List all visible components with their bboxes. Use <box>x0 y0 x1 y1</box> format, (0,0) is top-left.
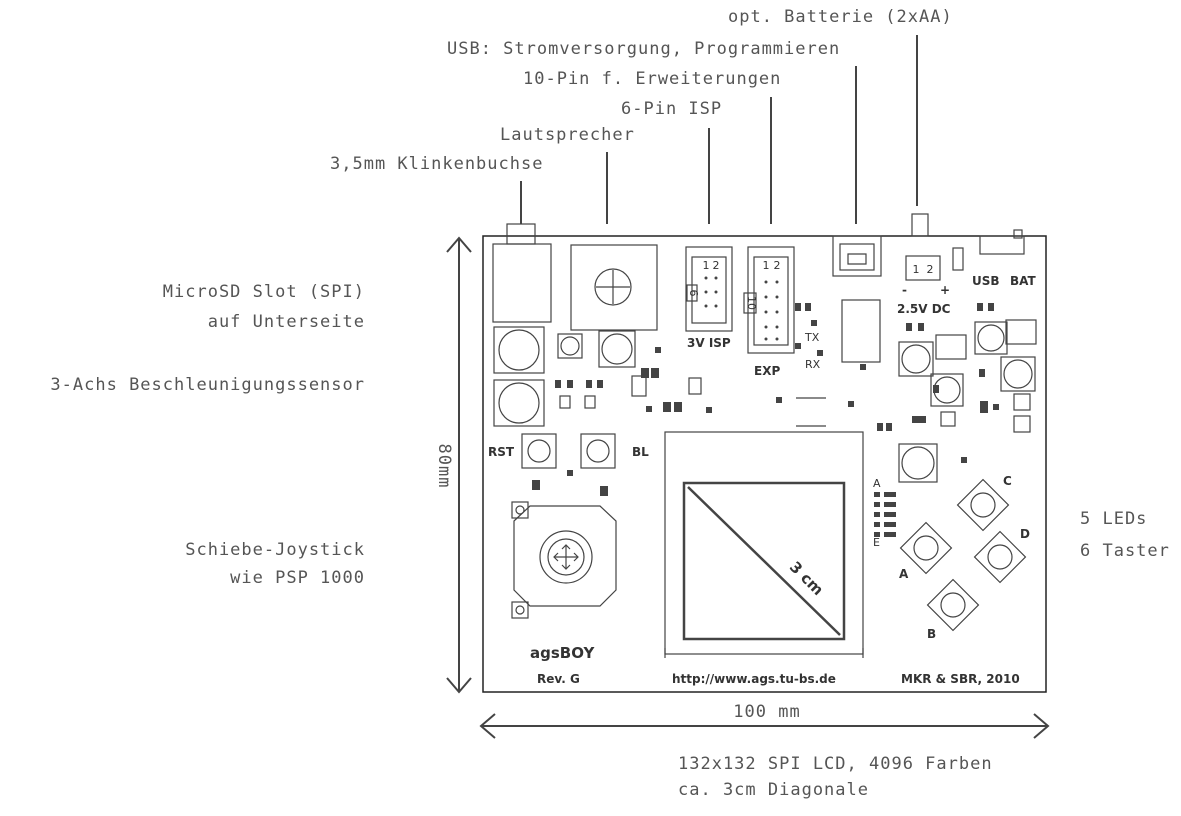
button-c-label: C <box>1003 474 1012 488</box>
usb-connector <box>832 235 882 277</box>
round-components <box>493 321 1036 483</box>
isp-header <box>685 246 733 332</box>
board-outline <box>482 235 1047 693</box>
board-url: http://www.ags.tu-bs.de <box>672 672 836 686</box>
voltage-label: 2.5V DC <box>897 302 951 316</box>
callout-microsd-2: auf Unterseite <box>208 312 365 332</box>
tx-label: TX <box>804 331 820 344</box>
bat-pin1: 1 <box>913 263 920 276</box>
callout-accel: 3-Achs Beschleunigungssensor <box>50 375 365 395</box>
lcd-diagonal-label: 3 cm <box>786 558 827 599</box>
bl-label: BL <box>632 445 649 459</box>
callout-lcd-2: ca. 3cm Diagonale <box>678 780 869 800</box>
exp-pin10: 10 <box>745 296 758 310</box>
speaker-component <box>570 244 658 331</box>
rx-label: RX <box>805 358 821 371</box>
joystick <box>511 501 617 619</box>
rst-label: RST <box>488 445 515 459</box>
callout-lcd-1: 132x132 SPI LCD, 4096 Farben <box>678 754 993 774</box>
callout-speaker: Lautsprecher <box>500 125 635 145</box>
rst-button <box>521 433 557 469</box>
board-revision: Rev. G <box>537 672 580 686</box>
dimension-width-arrow <box>479 713 1050 739</box>
leader-lines <box>520 35 918 224</box>
callout-microsd-1: MicroSD Slot (SPI) <box>163 282 365 302</box>
board-credits: MKR & SBR, 2010 <box>901 672 1020 686</box>
dimension-height-arrow <box>446 236 472 694</box>
button-b-label: B <box>927 627 936 641</box>
callout-10pin: 10-Pin f. Erweiterungen <box>523 69 781 89</box>
jack-connector <box>492 223 552 323</box>
isp-pin6: 6 <box>687 290 700 297</box>
isp-label: 3V ISP <box>687 336 731 350</box>
isp-pin2: 2 <box>713 259 720 272</box>
button-a-label: A <box>899 567 909 581</box>
button-d <box>973 530 1027 584</box>
callout-battery: opt. Batterie (2xAA) <box>728 7 953 27</box>
exp-pin2: 2 <box>774 259 781 272</box>
dimension-height-label: 80mm <box>434 444 454 489</box>
smd-pads <box>532 303 999 496</box>
bat-switch-label: BAT <box>1010 274 1037 288</box>
board-name: agsBOY <box>530 644 595 662</box>
callout-buttons: 6 Taster <box>1080 541 1170 561</box>
callout-joystick-1: Schiebe-Joystick <box>185 540 365 560</box>
bl-button <box>580 433 616 469</box>
callout-6pin: 6-Pin ISP <box>621 99 722 119</box>
power-switch <box>979 229 1025 255</box>
button-a <box>899 521 953 575</box>
led-e-label: E <box>873 536 880 549</box>
button-b <box>926 578 980 632</box>
callout-jack: 3,5mm Klinkenbuchse <box>330 154 543 174</box>
callout-usb: USB: Stromversorgung, Programmieren <box>447 39 840 59</box>
callout-joystick-2: wie PSP 1000 <box>230 568 365 588</box>
battery-connector <box>905 213 964 281</box>
dimension-width-label: 100 mm <box>733 702 800 722</box>
mcu-chip <box>841 299 881 370</box>
button-d-label: D <box>1020 527 1030 541</box>
usb-switch-label: USB <box>972 274 1000 288</box>
bat-plus: + <box>940 283 950 297</box>
small-ics <box>631 319 1037 433</box>
exp-header <box>743 246 795 354</box>
bat-minus: - <box>902 283 907 297</box>
button-c <box>956 478 1010 532</box>
bat-pin2: 2 <box>927 263 934 276</box>
led-column <box>874 492 896 537</box>
exp-label: EXP <box>754 364 780 378</box>
exp-pin1: 1 <box>763 259 770 272</box>
lcd-display <box>664 431 864 658</box>
callout-leds: 5 LEDs <box>1080 509 1147 529</box>
led-a-label: A <box>873 477 881 490</box>
isp-pin1: 1 <box>703 259 710 272</box>
